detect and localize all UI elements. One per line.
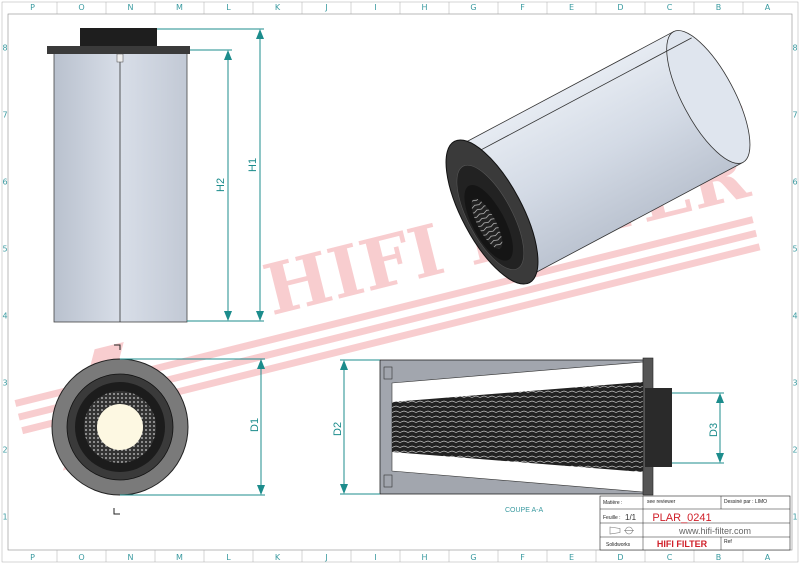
svg-text:D3: D3	[708, 423, 720, 437]
column-label: D	[617, 3, 623, 12]
column-label: P	[30, 3, 35, 12]
row-label: 7	[792, 111, 797, 120]
row-label: 6	[2, 178, 7, 187]
row-label: 2	[2, 446, 7, 455]
column-label: J	[324, 3, 327, 12]
svg-text:Ref: Ref	[724, 539, 732, 545]
svg-text:Dessiné par : LIMO: Dessiné par : LIMO	[724, 499, 767, 505]
dimension-h1: H1	[157, 28, 264, 321]
column-label: L	[226, 553, 231, 562]
column-label: B	[716, 3, 722, 12]
svg-text:Feuille :: Feuille :	[603, 515, 621, 521]
column-label: J	[324, 553, 327, 562]
column-label: N	[128, 3, 134, 12]
column-label: C	[667, 553, 673, 562]
svg-text:H2: H2	[215, 178, 227, 192]
column-label: P	[30, 553, 35, 562]
row-label: 4	[792, 312, 797, 321]
column-label: I	[374, 3, 376, 12]
column-label: E	[569, 3, 574, 12]
svg-text:see reviewer: see reviewer	[647, 499, 676, 505]
row-label: 2	[792, 446, 797, 455]
row-label: 3	[792, 379, 797, 388]
website-link[interactable]: www.hifi-filter.com	[678, 526, 751, 536]
row-label: 1	[792, 513, 797, 522]
row-label: 8	[2, 44, 7, 53]
column-label: A	[765, 3, 771, 12]
dimension-d3: D3	[672, 392, 724, 464]
svg-text:D2: D2	[332, 422, 344, 436]
isometric-view	[445, 30, 751, 285]
dimension-d2: D2	[332, 359, 380, 495]
column-label: F	[520, 3, 525, 12]
section-view	[379, 357, 672, 496]
column-label: A	[765, 553, 771, 562]
title-block: Matière : see reviewer Dessiné par : LIM…	[599, 495, 791, 551]
row-label: 5	[2, 245, 7, 254]
column-label: B	[716, 553, 722, 562]
dimension-h2: H2	[187, 49, 264, 322]
column-label: M	[176, 3, 183, 12]
svg-text:Matière :: Matière :	[603, 500, 622, 506]
column-label: G	[470, 553, 476, 562]
section-label: COUPE A-A	[505, 507, 543, 514]
column-label: E	[569, 553, 574, 562]
brand-name: HIFI FILTER	[657, 539, 708, 549]
column-label: D	[617, 553, 623, 562]
column-label: C	[667, 3, 673, 12]
svg-text:1/1: 1/1	[625, 513, 637, 522]
svg-text:Solidworks: Solidworks	[606, 542, 631, 548]
end-view	[51, 344, 189, 515]
column-label: L	[226, 3, 231, 12]
column-label: I	[374, 553, 376, 562]
column-label: H	[421, 553, 427, 562]
column-label: M	[176, 553, 183, 562]
column-label: F	[520, 553, 525, 562]
row-label: 7	[2, 111, 7, 120]
dimension-d1: D1	[120, 358, 265, 496]
row-label: 5	[792, 245, 797, 254]
row-label: 3	[2, 379, 7, 388]
column-label: O	[78, 553, 84, 562]
column-label: K	[275, 553, 281, 562]
svg-text:H1: H1	[247, 158, 259, 172]
row-label: 8	[792, 44, 797, 53]
column-label: N	[128, 553, 134, 562]
column-label: G	[470, 3, 476, 12]
front-view	[47, 28, 190, 323]
projection-symbol-icon	[609, 526, 634, 535]
svg-text:D1: D1	[249, 418, 261, 432]
column-label: O	[78, 3, 84, 12]
row-label: 1	[2, 513, 7, 522]
part-reference: PLAR_0241	[652, 512, 711, 524]
row-label: 4	[2, 312, 7, 321]
column-label: K	[275, 3, 281, 12]
row-label: 6	[792, 178, 797, 187]
column-label: H	[421, 3, 427, 12]
